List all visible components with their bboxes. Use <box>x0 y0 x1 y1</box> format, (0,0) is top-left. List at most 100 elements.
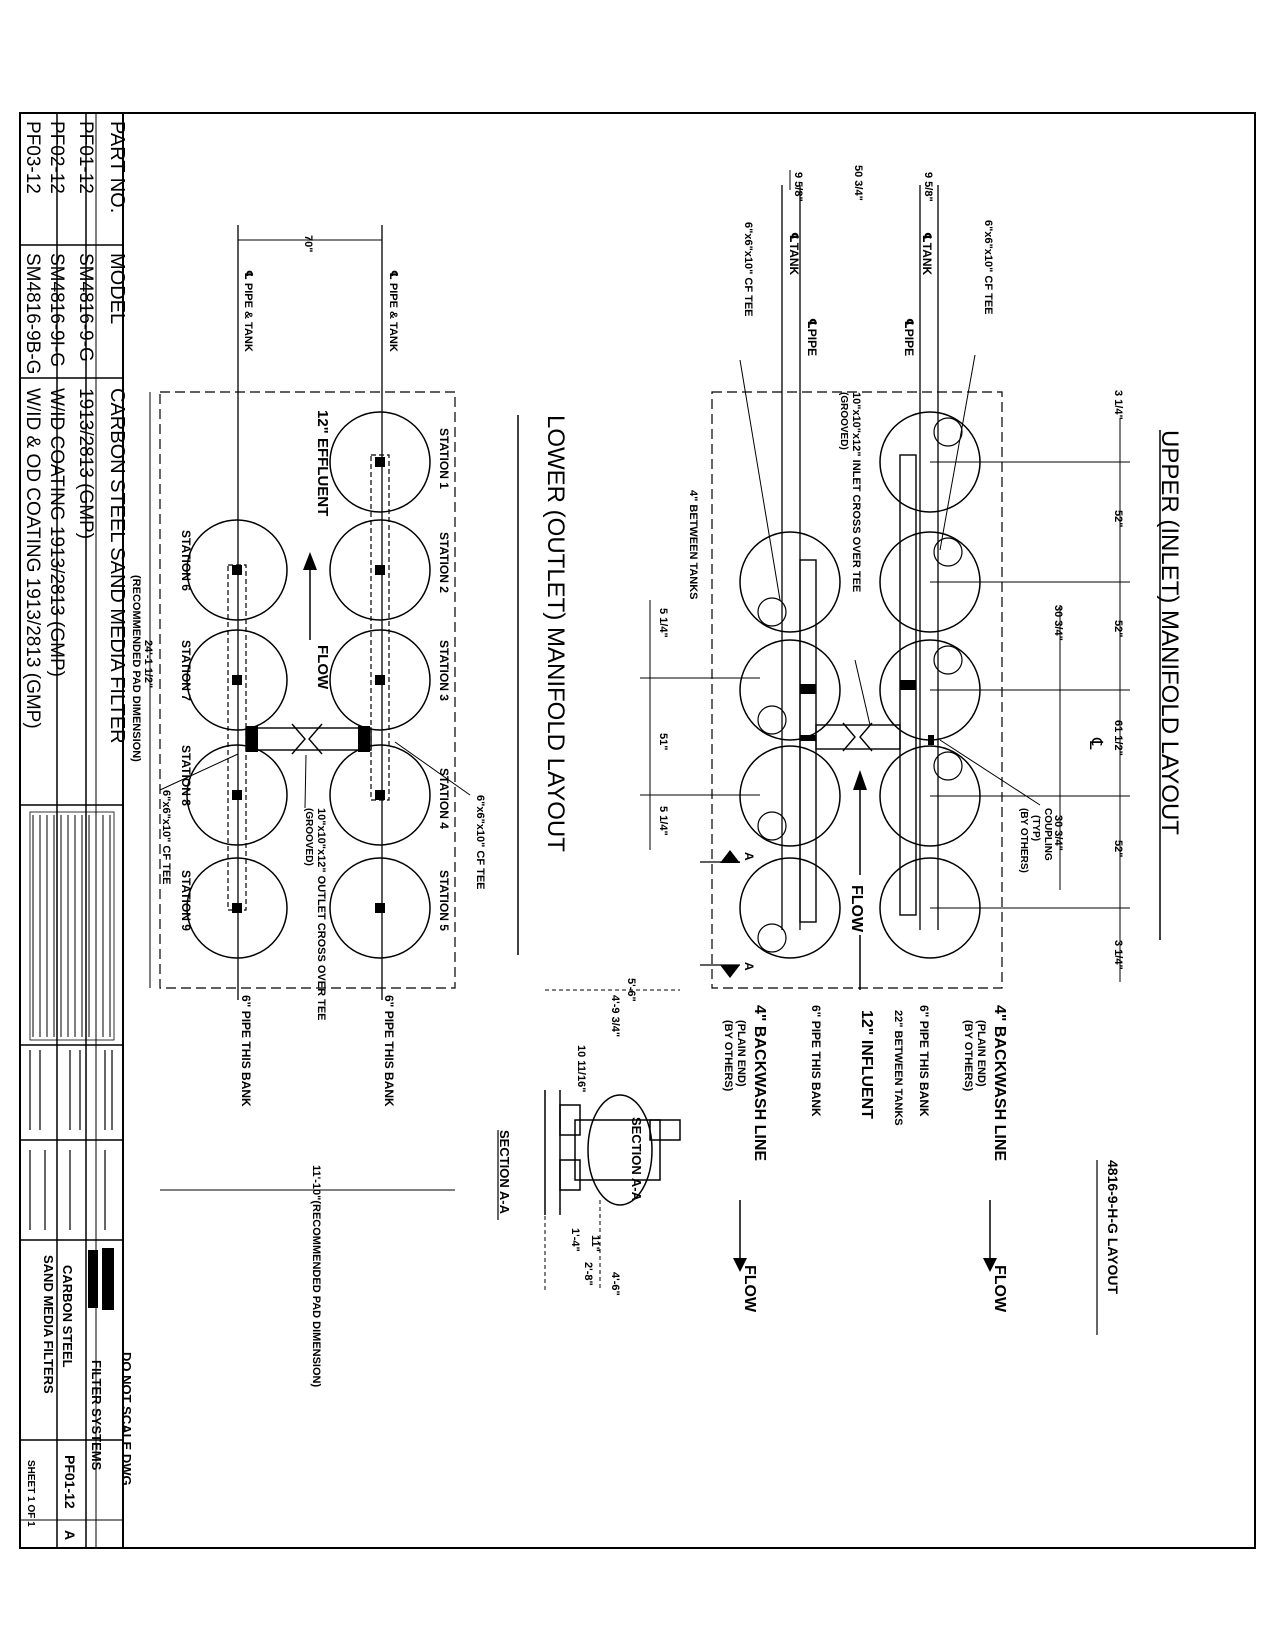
dim-50-3-4: 50 3/4" <box>852 165 864 201</box>
station-7: STATION 7 <box>179 640 193 701</box>
outlet-cross-grooved: (GROOVED) <box>303 808 314 866</box>
station-2: STATION 2 <box>437 532 451 593</box>
model-header: MODEL <box>106 253 128 324</box>
station-5: STATION 5 <box>437 870 451 931</box>
revision: A <box>62 1530 78 1540</box>
between-22-label: 22" BETWEEN TANKS <box>892 1010 904 1126</box>
dim-61-1-2: 61 1/2" <box>1112 720 1124 756</box>
dim-5-6: 5'-6" <box>625 978 637 1002</box>
dim-51: 51" <box>657 733 669 750</box>
section-a-a: SECTION A-A SECTION A-A 5'-6" 4'-9 3/4" … <box>497 978 681 1296</box>
part-no-2: PF02-12 <box>46 121 67 194</box>
part-no-1: PF01-12 <box>75 121 96 194</box>
backwash-plain-end-a: (PLAIN END) <box>975 1020 987 1087</box>
pad-length-note: (RECOMMENDED PAD DIMENSION) <box>130 575 142 762</box>
company-name: FILTER SYSTEMS <box>89 1360 104 1471</box>
station-8: STATION 8 <box>179 745 193 806</box>
drawing-title-1: CARBON STEEL <box>60 1265 75 1368</box>
sheet-number: SHEET 1 OF 1 <box>25 1460 36 1527</box>
section-a-a-label: SECTION A-A <box>629 1117 644 1202</box>
inlet-tank-bank-a <box>879 411 981 959</box>
outlet-tee-label-b: 6"x6"x10" CF TEE <box>160 790 172 885</box>
effluent-label: 12" EFFLUENT <box>314 410 331 516</box>
part-no-3: PF03-12 <box>22 121 43 194</box>
model-3: SM4816-9B-G <box>22 253 43 374</box>
station-3: STATION 3 <box>437 640 451 701</box>
centerline-tank-a: ℄TANK <box>787 232 801 276</box>
station-1: STATION 1 <box>437 428 451 489</box>
dim-1-4: 1'-4" <box>569 1228 581 1252</box>
inlet-cross-grooved: (GROOVED) <box>838 392 849 450</box>
lower-manifold-layout: LOWER (OUTLET) MANIFOLD LAYOUT 70" ℄ PIP… <box>130 225 569 1387</box>
part-no-header: PART NO. <box>106 121 128 213</box>
backwash-line-b: 4" BACKWASH LINE <box>751 1005 768 1161</box>
cf-tee-bottom-label: 6"x6"x10" CF TEE <box>742 222 754 317</box>
pipe-tank-cl-b: ℄ PIPE & TANK <box>387 270 399 352</box>
backwash-by-others-a: (BY OTHERS) <box>962 1020 974 1092</box>
backwash-plain-end-b: (PLAIN END) <box>735 1020 747 1087</box>
outlet-pipe-this-bank-a: 6" PIPE THIS BANK <box>382 995 396 1107</box>
upper-manifold-layout: UPPER (INLET) MANIFOLD LAYOUT 4816-9-H-G… <box>640 165 1183 1335</box>
dim-30-3-4-b: 30 3/4" <box>1052 815 1064 851</box>
section-mark-bottom: A <box>742 962 756 971</box>
drawing-number: PF01-12 <box>62 1455 78 1509</box>
dim-9-5-8-b: 9 5/8" <box>922 172 934 202</box>
pad-width: 11'-10"(RECOMMENDED PAD DIMENSION) <box>310 1165 322 1387</box>
outlet-pipe-this-bank-b: 6" PIPE THIS BANK <box>239 995 253 1107</box>
dim-52-c: 52" <box>1112 840 1124 857</box>
coupling-by-others: (BY OTHERS) <box>1018 808 1029 873</box>
dim-2-8: 2'-8" <box>582 1262 594 1286</box>
pipe-this-bank-a: 6" PIPE THIS BANK <box>917 1005 931 1117</box>
centerline-mark: ℄ <box>1086 737 1106 750</box>
pad-length: 24'-1 1/2" <box>142 640 154 688</box>
layout-id: 4816-9-H-G LAYOUT <box>1105 1160 1121 1295</box>
centerline-pipe-b: ℄PIPE <box>902 318 916 356</box>
outlet-flow-label: FLOW <box>314 645 331 690</box>
outlet-tank-bank-b <box>186 519 288 959</box>
inlet-tank-bank-b <box>739 531 841 959</box>
dim-52-b: 52" <box>1112 620 1124 637</box>
coupling-label: COUPLING <box>1042 808 1053 861</box>
description-3: W/ID & OD COATING 1913/2813 (GMP) <box>22 388 43 729</box>
outlet-tank-bank-a <box>329 411 431 959</box>
backwash-line-a: 4" BACKWASH LINE <box>991 1005 1008 1161</box>
dim-70: 70" <box>302 235 314 252</box>
description-2: W/ID COATING 1913/2813 (GMP) <box>46 388 67 677</box>
cf-tee-top-label: 6"x6"x10" CF TEE <box>982 220 994 315</box>
centerline-tank-b: ℄TANK <box>920 232 934 276</box>
station-9: STATION 9 <box>179 870 193 931</box>
inlet-cross-over-tee <box>815 722 901 752</box>
dim-3-1-4-top: 3 1/4" <box>1112 390 1124 420</box>
dim-10-11-16: 10 11/16" <box>575 1045 587 1092</box>
description-header: CARBON STEEL SAND MEDIA FILTER <box>106 388 128 744</box>
backwash-flow-a: FLOW <box>991 1265 1008 1313</box>
outlet-cross-label: 10"x10"x12" OUTLET CROSS OVER TEE <box>315 808 327 1021</box>
model-1: SM4816-9-G <box>75 253 96 362</box>
drawing-title-2: SAND MEDIA FILTERS <box>41 1255 56 1394</box>
pipe-this-bank-b: 6" PIPE THIS BANK <box>809 1005 823 1117</box>
influent-label: 12" INFLUENT <box>858 1010 875 1119</box>
backwash-flow-b: FLOW <box>741 1265 758 1313</box>
inlet-cross-label: 10"x10"x12" INLET CROSS OVER TEE <box>850 392 862 592</box>
pipe-tank-cl-a: ℄ PIPE & TANK <box>242 270 254 352</box>
dim-4-9-3-4: 4'-9 3/4" <box>609 995 621 1037</box>
model-2: SM4816-9I-G <box>46 253 67 367</box>
sheet-border <box>19 112 1256 1549</box>
section-mark-top: A <box>742 852 756 861</box>
coupling-typ: (TYP) <box>1030 815 1041 841</box>
dim-5-1-4-b: 5 1/4" <box>657 806 669 836</box>
outlet-tee-label-a: 6"x6"x10" CF TEE <box>474 795 486 890</box>
lower-title: LOWER (OUTLET) MANIFOLD LAYOUT <box>542 415 569 852</box>
backwash-by-others-b: (BY OTHERS) <box>722 1020 734 1092</box>
dim-30-3-4-a: 30 3/4" <box>1052 605 1064 641</box>
dim-9-5-8-a: 9 5/8" <box>792 172 804 202</box>
title-block: PART NO. MODEL CARBON STEEL SAND MEDIA F… <box>20 113 134 1548</box>
between-tanks-label: 4" BETWEEN TANKS <box>687 490 699 600</box>
station-6: STATION 6 <box>179 530 193 591</box>
dim-52-a: 52" <box>1112 510 1124 527</box>
dim-4-6: 4'-6" <box>609 1272 621 1296</box>
dim-3-1-4-bottom: 3 1/4" <box>1112 940 1124 970</box>
do-not-scale-note: DO NOT SCALE DWG. <box>119 1352 134 1489</box>
centerline-pipe-a: ℄PIPE <box>805 318 819 356</box>
